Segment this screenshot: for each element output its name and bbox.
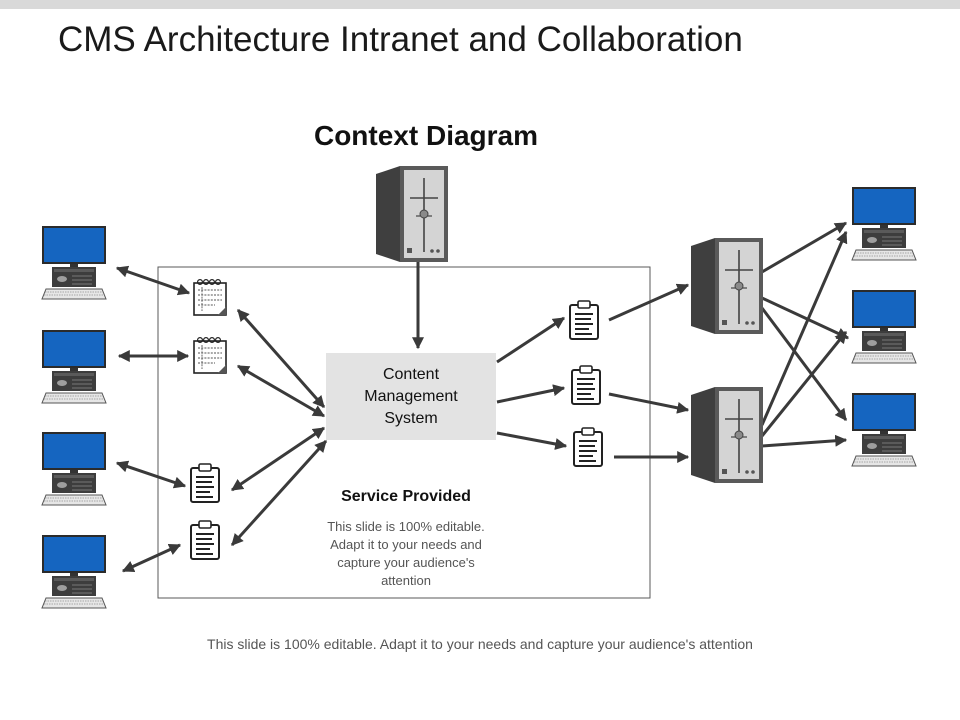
clipboard-left-1-icon [190,463,220,503]
cms-label: Content Management System [326,364,496,430]
clipboard-right-1-icon [569,300,599,340]
connector-cms-clipboard-r3 [496,431,568,450]
cms-label-line-2: Management [364,388,458,405]
connector-cms-clipboard-r1 [496,316,566,364]
server-right-1-icon [690,237,764,335]
service-provided-title: Service Provided [341,488,471,505]
connector-pc4-clipboard2 [121,543,182,573]
connector-server1-pc-r3 [760,307,848,421]
service-provided-description: This slide is 100% editable. Adapt it to… [327,519,485,588]
diagram-heading: Context Diagram [313,120,539,151]
connector-server1-pc-r2 [761,296,850,340]
cms-label-line-3: System [384,410,438,427]
connector-clipboard2-cms [230,439,328,547]
connector-cms-clipboard-r2 [496,384,566,404]
desktop-computer-right-2-icon [851,289,917,364]
connector-clipboard-r1-server1 [608,283,690,322]
connector-pc3-clipboard1 [115,460,187,489]
desktop-computer-left-4-icon [41,534,107,609]
top-accent-bar [0,0,960,9]
clipboard-left-2-icon [190,520,220,560]
cms-label-line-1: Content [382,366,440,383]
desktop-computer-right-3-icon [851,392,917,467]
cms-box [326,353,496,440]
connector-clipboard-r2-server2 [608,392,690,414]
connector-server2-pc-r2 [760,331,848,437]
desktop-computer-left-1-icon [41,225,107,300]
desktop-computer-left-2-icon [41,329,107,404]
notepad-1-icon [193,278,227,316]
clipboard-right-3-icon [573,427,603,467]
slide-footer-note: This slide is 100% editable. Adapt it to… [207,636,753,652]
notepad-2-icon [193,336,227,374]
connector-pc1-notepad1 [115,265,191,296]
connector-notepad2-cms [236,364,326,418]
clipboard-right-2-icon [571,365,601,405]
slide-title: CMS Architecture Intranet and Collaborat… [58,20,743,59]
connector-server2-pc-r3 [761,434,848,448]
server-right-2-icon [690,386,764,484]
connector-server1-pc-r1 [761,221,848,274]
connectors [115,221,850,573]
cms-boundary-frame [157,266,651,599]
desktop-computer-right-1-icon [851,186,917,261]
desktop-computer-left-3-icon [41,431,107,506]
connector-server2-pc-r1 [760,230,848,426]
server-top-icon [375,165,449,263]
